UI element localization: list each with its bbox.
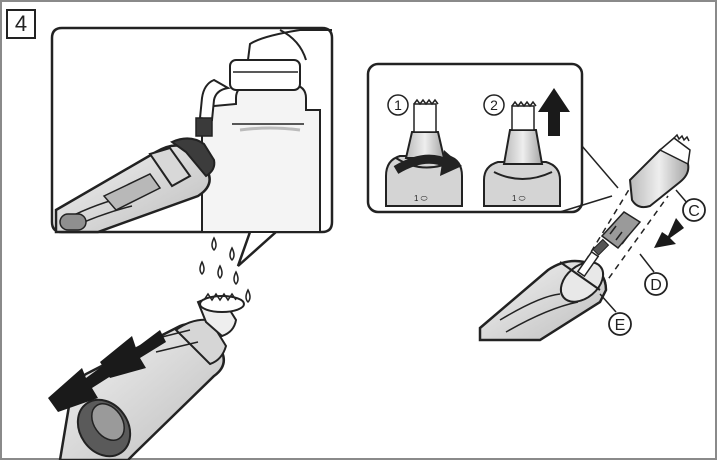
svg-text:1 ⬭: 1 ⬭ (512, 194, 526, 203)
label-d: D (650, 277, 662, 294)
step-number-box: 4 (6, 9, 36, 39)
step-number: 4 (15, 11, 27, 37)
step-2-label: 2 (490, 97, 498, 113)
label-e: E (615, 317, 626, 334)
insert-arrow (654, 218, 684, 248)
step-1-label: 1 (394, 97, 402, 113)
label-c: C (688, 203, 700, 220)
svg-text:1 ⬭: 1 ⬭ (414, 194, 428, 203)
twist-pull-inset: 1 ⬭ 1 1 ⬭ 2 (368, 64, 618, 212)
oil-drops (200, 238, 250, 302)
body-part-e (480, 252, 611, 340)
blade-part-d (593, 212, 640, 255)
oil-zoom-panel (52, 28, 332, 266)
